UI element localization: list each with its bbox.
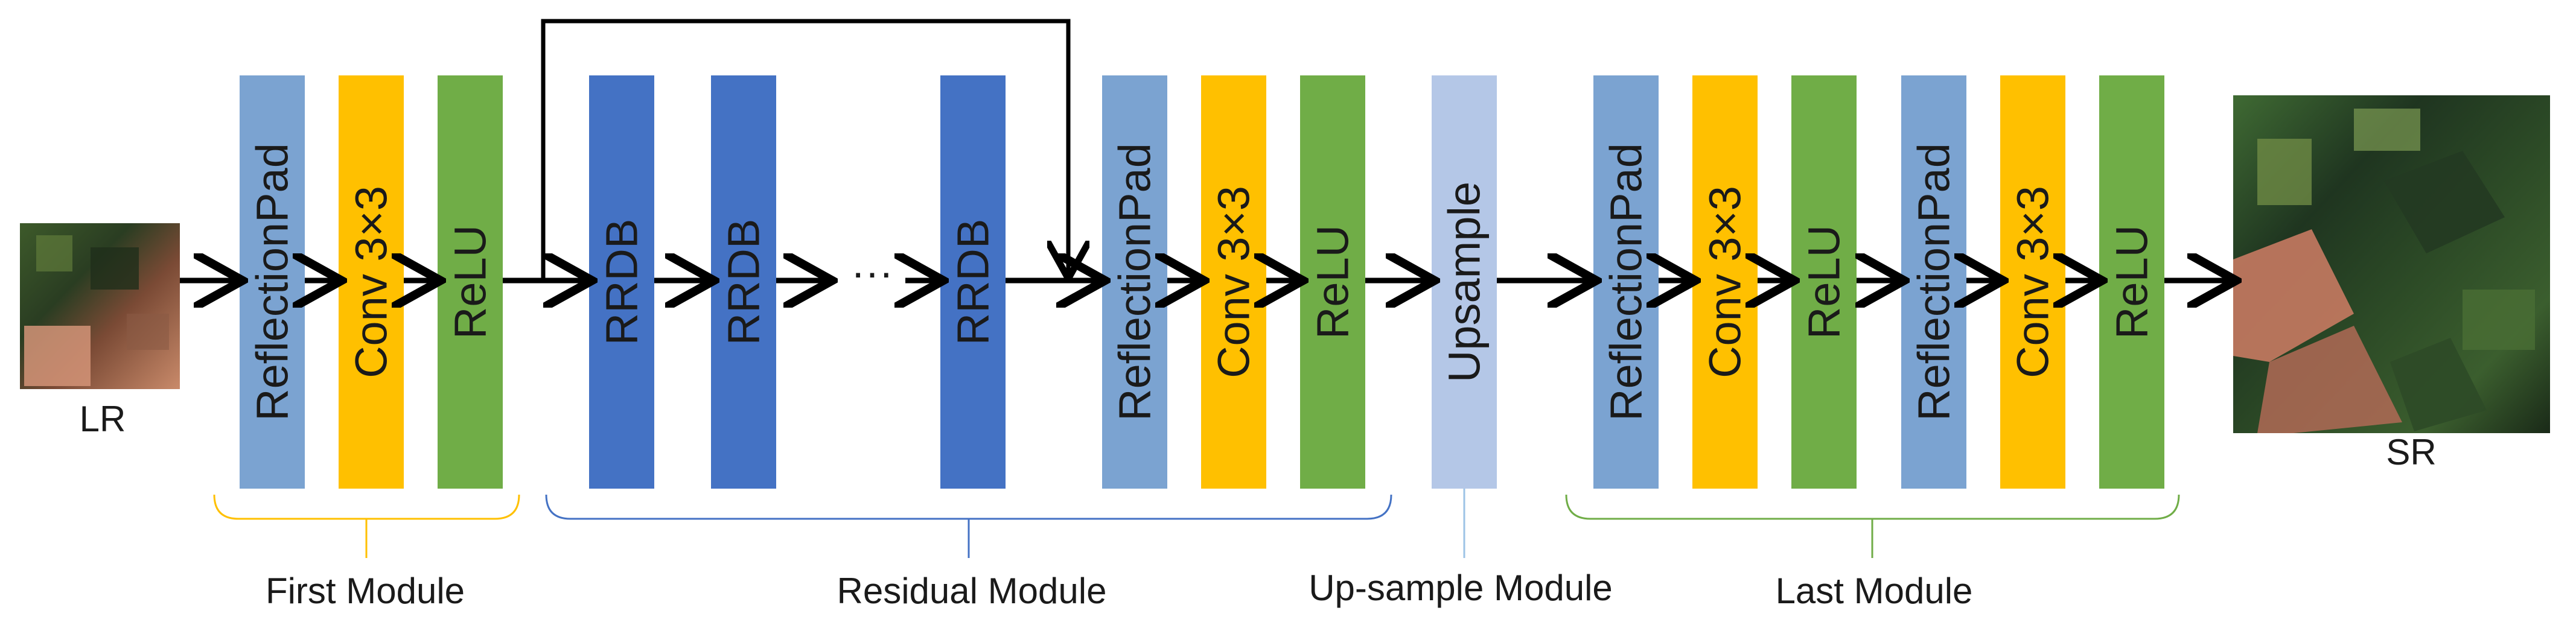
block-rrdb1: RRDB bbox=[589, 75, 654, 489]
caption-first-module: First Module bbox=[266, 571, 465, 611]
block-last-relu2-label: ReLU bbox=[2107, 225, 2157, 339]
block-first-relu-rect bbox=[438, 75, 503, 489]
block-rrdb1-rect bbox=[589, 75, 654, 489]
block-res-conv-label: Conv 3×3 bbox=[1209, 186, 1259, 378]
block-last-pad2: ReflectionPad bbox=[1901, 75, 1966, 489]
bracket-first-module bbox=[213, 494, 520, 520]
block-upsample-label: Upsample bbox=[1439, 182, 1490, 382]
block-last-pad1: ReflectionPad bbox=[1593, 75, 1659, 489]
block-first-pad-label: ReflectionPad bbox=[247, 143, 298, 421]
block-last-pad1-label: ReflectionPad bbox=[1601, 143, 1651, 421]
block-rrdb3-label: RRDB bbox=[948, 219, 998, 346]
block-last-conv2: Conv 3×3 bbox=[2000, 75, 2065, 489]
skip-connection-arrow bbox=[541, 19, 1068, 281]
caption-upsample-module: Up-sample Module bbox=[1309, 568, 1613, 608]
block-res-pad-label: ReflectionPad bbox=[1110, 143, 1160, 421]
block-last-relu2: ReLU bbox=[2099, 75, 2164, 489]
block-first-relu: ReLU bbox=[438, 75, 503, 489]
block-last-relu1-label: ReLU bbox=[1799, 225, 1849, 339]
block-res-conv: Conv 3×3 bbox=[1201, 75, 1266, 489]
caption-residual-module: Residual Module bbox=[837, 571, 1107, 611]
block-rrdb3: RRDB bbox=[940, 75, 1006, 489]
block-rrdb1-label: RRDB bbox=[597, 219, 647, 346]
bracket-residual-module bbox=[545, 494, 1392, 520]
caption-last-module: Last Module bbox=[1776, 571, 1973, 611]
block-last-relu1: ReLU bbox=[1791, 75, 1857, 489]
sr-label: SR bbox=[2386, 432, 2436, 472]
block-rrdb2-label: RRDB bbox=[719, 219, 769, 346]
block-first-conv: Conv 3×3 bbox=[339, 75, 404, 489]
block-res-relu-label: ReLU bbox=[1308, 225, 1358, 339]
rrdb-ellipsis: ··· bbox=[851, 249, 893, 296]
block-rrdb2-rect bbox=[711, 75, 776, 489]
block-last-conv1-label: Conv 3×3 bbox=[1700, 186, 1750, 378]
block-last-conv1: Conv 3×3 bbox=[1692, 75, 1758, 489]
lr-label: LR bbox=[80, 399, 126, 439]
sr-output-image bbox=[2233, 95, 2550, 433]
lr-input-image bbox=[20, 223, 180, 389]
block-last-relu2-rect bbox=[2099, 75, 2164, 489]
block-rrdb2: RRDB bbox=[711, 75, 776, 489]
block-last-conv2-label: Conv 3×3 bbox=[2008, 186, 2058, 378]
block-res-relu-rect bbox=[1300, 75, 1365, 489]
block-upsample: Upsample bbox=[1432, 75, 1497, 489]
block-first-conv-label: Conv 3×3 bbox=[346, 186, 397, 378]
block-res-relu: ReLU bbox=[1300, 75, 1365, 489]
block-first-pad: ReflectionPad bbox=[240, 75, 305, 489]
block-rrdb3-rect bbox=[940, 75, 1006, 489]
bracket-last-module bbox=[1565, 494, 2180, 520]
block-first-relu-label: ReLU bbox=[445, 225, 496, 339]
block-last-relu1-rect bbox=[1791, 75, 1857, 489]
block-upsample-rect bbox=[1432, 75, 1497, 489]
block-last-pad2-label: ReflectionPad bbox=[1909, 143, 1959, 421]
block-res-pad: ReflectionPad bbox=[1102, 75, 1167, 489]
